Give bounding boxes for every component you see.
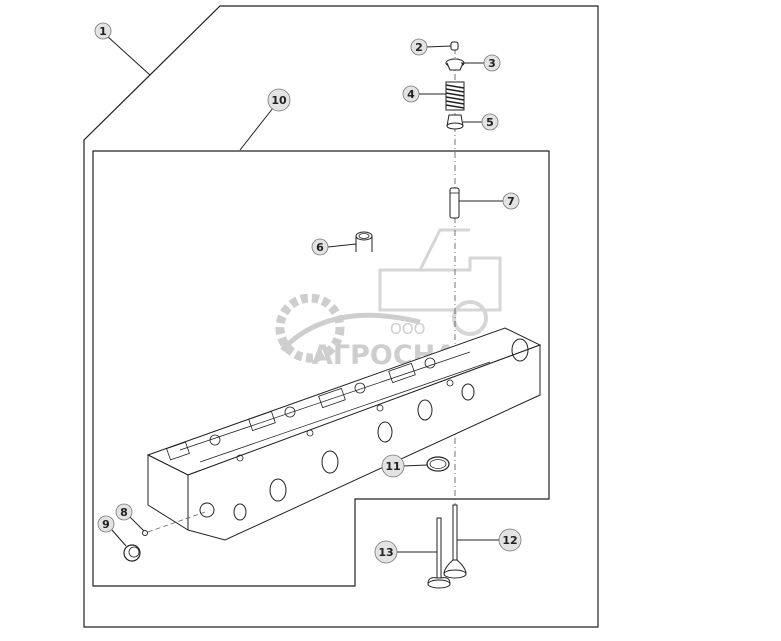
- callout-3-label: 3: [488, 57, 496, 70]
- callout-5-label: 5: [486, 116, 494, 129]
- callout-10-label: 10: [271, 94, 287, 107]
- callout-12: 12: [498, 528, 522, 552]
- callout-3: 3: [483, 54, 501, 72]
- callout-9-label: 9: [102, 518, 110, 531]
- valve-stem-seal-part-5: [446, 114, 464, 130]
- seal-ring-part-11: [426, 456, 450, 472]
- intake-valve-part-13: [427, 517, 451, 589]
- callout-13-label: 13: [378, 546, 393, 559]
- cylinder-head-body: [146, 327, 542, 541]
- watermark-prefix: ООО: [390, 320, 425, 338]
- callout-12-label: 12: [502, 534, 517, 547]
- callout-7: 7: [502, 192, 520, 210]
- callout-8-label: 8: [120, 506, 128, 519]
- callout-6: 6: [311, 238, 329, 256]
- callout-8: 8: [115, 503, 133, 521]
- callout-5: 5: [481, 113, 499, 131]
- callout-10: 10: [267, 88, 291, 112]
- callout-6-label: 6: [316, 241, 324, 254]
- valve-guide-part-7: [449, 187, 460, 219]
- sleeve-part-6: [355, 231, 373, 252]
- callout-1: 1: [94, 22, 112, 40]
- callout-4-label: 4: [407, 88, 415, 101]
- cup-plug-part-9: [123, 544, 141, 562]
- callout-11-label: 11: [385, 460, 400, 473]
- assembly-frame-1: [83, 5, 599, 628]
- callout-13: 13: [374, 540, 398, 564]
- callout-4: 4: [402, 85, 420, 103]
- callout-9: 9: [97, 515, 115, 533]
- subassembly-frame-10: [92, 150, 550, 587]
- plug-part-8: [142, 530, 148, 536]
- callout-7-label: 7: [507, 195, 515, 208]
- callout-2-label: 2: [415, 41, 423, 54]
- plug-axis-line: [147, 511, 206, 533]
- valve-spring-part-4: [445, 81, 465, 111]
- callout-11: 11: [381, 454, 405, 478]
- callout-2: 2: [410, 38, 428, 56]
- callout-1-label: 1: [99, 25, 107, 38]
- leader-lines: [106, 35, 503, 553]
- spring-retainer-part-3: [445, 58, 465, 71]
- exhaust-valve-part-12: [443, 504, 467, 579]
- valve-keeper-part-2: [450, 41, 459, 51]
